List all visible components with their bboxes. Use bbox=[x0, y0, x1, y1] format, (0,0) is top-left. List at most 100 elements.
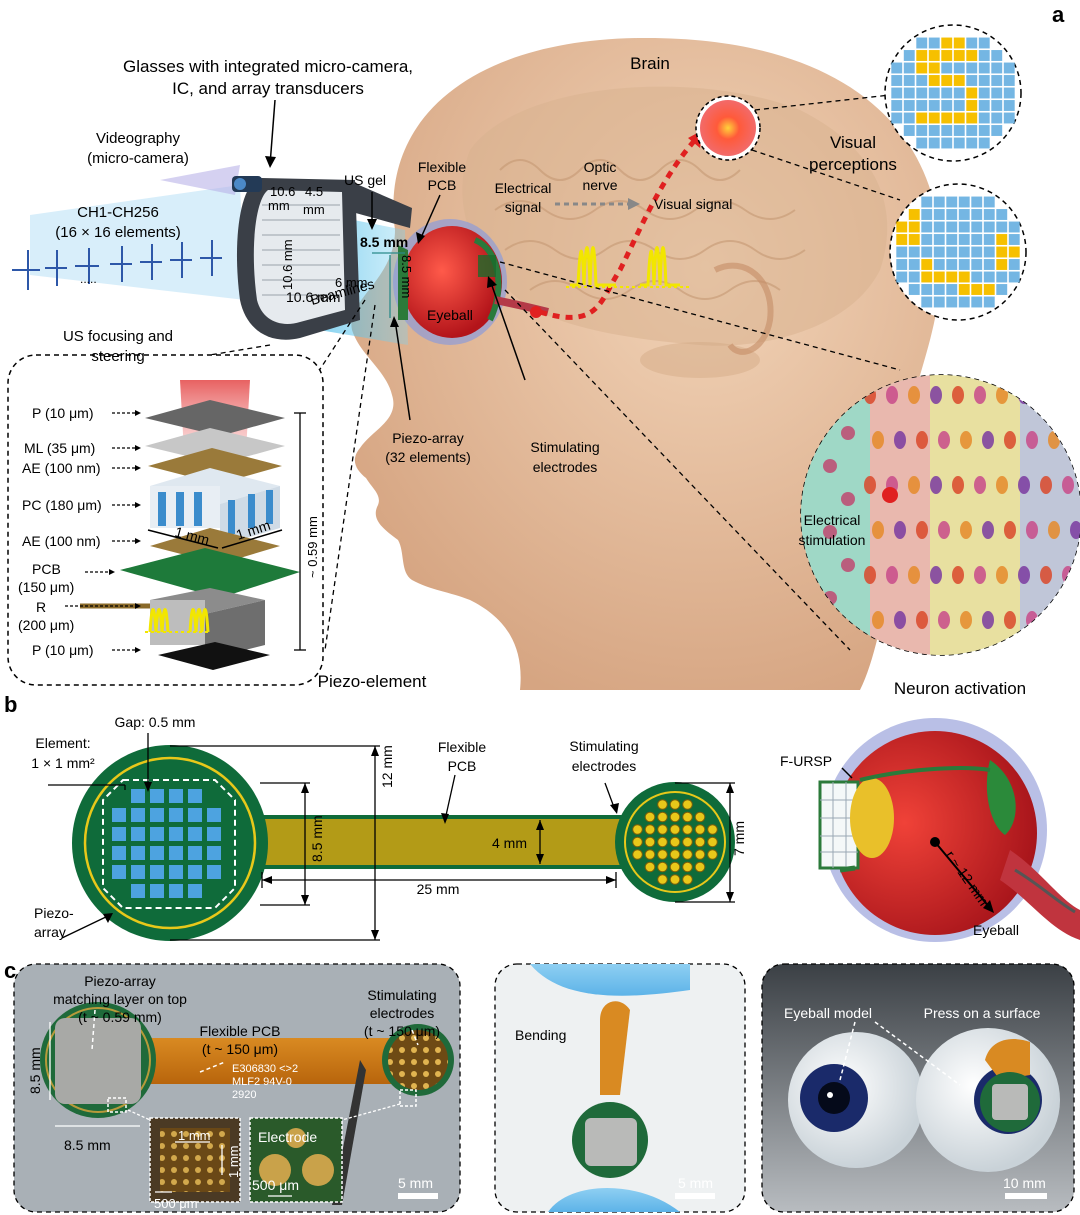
perception-pixel bbox=[966, 87, 978, 99]
neuron-cell bbox=[974, 386, 986, 404]
electrode-dot bbox=[694, 811, 706, 823]
photo3-labels: Eyeball model Press on a surface 10 mm bbox=[784, 1005, 1046, 1191]
dim-6mm: 6 mm bbox=[335, 275, 368, 290]
perception-pixel bbox=[908, 221, 920, 233]
focusing-2: steering bbox=[91, 348, 144, 365]
perception-pixel bbox=[941, 112, 953, 124]
perception-pixel bbox=[978, 50, 990, 61]
neuron-cell bbox=[872, 521, 884, 539]
electrode-dot bbox=[657, 861, 668, 873]
perception-pixel bbox=[896, 221, 908, 233]
electrode-dot bbox=[694, 836, 706, 848]
us-gel-label: US gel bbox=[344, 172, 386, 188]
neuron-cell bbox=[996, 566, 1008, 584]
layer-ae-top: AE (100 nm) bbox=[22, 460, 101, 476]
neuron-cell bbox=[930, 476, 942, 494]
perception-pixel bbox=[916, 62, 928, 74]
neuron-cell bbox=[1048, 431, 1060, 449]
perception-pixel bbox=[978, 112, 990, 124]
piezo-element-cell bbox=[131, 789, 145, 803]
perception-pixel bbox=[996, 221, 1008, 233]
perception-pixel bbox=[958, 234, 970, 245]
neuron-cell bbox=[1026, 611, 1038, 629]
perception-pixel bbox=[928, 87, 940, 99]
perception-pixel bbox=[1003, 75, 1015, 86]
perception-pixel bbox=[903, 125, 915, 136]
ganglion-cell bbox=[841, 426, 855, 440]
neuron-cell bbox=[952, 566, 964, 584]
fursp-electrode-icon bbox=[986, 760, 1016, 835]
perception-pixel bbox=[996, 209, 1008, 220]
neuron-cell bbox=[1062, 386, 1074, 404]
perception-pixel bbox=[983, 271, 995, 283]
perception-pixel bbox=[933, 246, 945, 258]
perception-pixel bbox=[991, 50, 1003, 61]
layer-pcb-1: PCB bbox=[32, 561, 61, 577]
neuron-cell bbox=[974, 566, 986, 584]
neuron-cell bbox=[916, 431, 928, 449]
stim-electrodes-a-2: electrodes bbox=[533, 459, 598, 475]
perception-pixel bbox=[891, 75, 903, 86]
electrode-dot bbox=[657, 799, 668, 810]
perception-pixel bbox=[978, 137, 990, 149]
piezo-element-cell bbox=[150, 789, 164, 803]
perception-pixel bbox=[946, 284, 958, 295]
neuron-cell bbox=[930, 386, 942, 404]
perception-pixel bbox=[1008, 259, 1020, 270]
neuron-cell bbox=[982, 431, 994, 449]
neuron-cell bbox=[916, 521, 928, 539]
perception-pixel bbox=[908, 284, 920, 295]
electrode-dot bbox=[682, 861, 693, 873]
scale-bar-5mm-b bbox=[675, 1193, 715, 1199]
perception-pixel bbox=[946, 196, 958, 208]
press-label: Press on a surface bbox=[924, 1005, 1041, 1021]
neuron-cell bbox=[982, 611, 994, 629]
piezo-element-cell bbox=[207, 827, 221, 841]
electrode-dot bbox=[682, 849, 693, 860]
electrode-dot bbox=[644, 849, 656, 860]
perception-pixel bbox=[933, 296, 945, 308]
piezo-element-cell bbox=[169, 789, 183, 803]
channels-1: CH1-CH256 bbox=[77, 204, 159, 221]
scale-5mm-b: 5 mm bbox=[678, 1175, 713, 1191]
visual-perception-1 bbox=[884, 24, 1022, 162]
neuron-cell bbox=[1070, 521, 1080, 539]
neuron-cell bbox=[996, 386, 1008, 404]
ganglion-cell bbox=[823, 459, 837, 473]
perception-pixel bbox=[916, 137, 928, 149]
electrode-dot bbox=[644, 861, 656, 873]
layer-r-2: (200 μm) bbox=[18, 617, 74, 633]
neuron-cell bbox=[960, 431, 972, 449]
perception-pixel bbox=[916, 112, 928, 124]
perception-pixel bbox=[953, 100, 965, 111]
neuron-cell bbox=[1040, 386, 1052, 404]
perception-pixel bbox=[953, 112, 965, 124]
photo1-flex-2: (t ~ 150 μm) bbox=[202, 1041, 278, 1057]
electrode-dot bbox=[669, 799, 681, 810]
eyeball-with-fursp bbox=[818, 718, 1080, 942]
neuron-cell bbox=[894, 611, 906, 629]
inset-1mm-a: 1 mm bbox=[178, 1128, 211, 1143]
fursp-label: F-URSP bbox=[780, 753, 832, 769]
neuron-cell bbox=[886, 566, 898, 584]
perception-pixel bbox=[941, 125, 953, 136]
neuron-cell bbox=[1040, 566, 1052, 584]
scale-5mm-a: 5 mm bbox=[398, 1175, 433, 1191]
videography-2: (micro-camera) bbox=[87, 150, 189, 167]
perception-pixel bbox=[921, 196, 933, 208]
perception-pixel bbox=[996, 246, 1008, 258]
perception-pixel bbox=[978, 125, 990, 136]
perception-pixel bbox=[891, 100, 903, 111]
perception-pixel bbox=[921, 296, 933, 308]
dim-25mm: 25 mm bbox=[417, 881, 460, 897]
perception-pixel bbox=[996, 259, 1008, 270]
electrode-dot bbox=[644, 836, 656, 848]
yellow-pulses-head bbox=[570, 246, 680, 287]
perception-pixel bbox=[941, 87, 953, 99]
fursp-layout bbox=[72, 745, 735, 941]
perception-pixel bbox=[996, 271, 1008, 283]
piezo-array-b-2: array bbox=[34, 924, 66, 940]
perception-pixel bbox=[958, 296, 970, 308]
perception-pixel bbox=[928, 125, 940, 136]
perception-pixel bbox=[966, 50, 978, 61]
